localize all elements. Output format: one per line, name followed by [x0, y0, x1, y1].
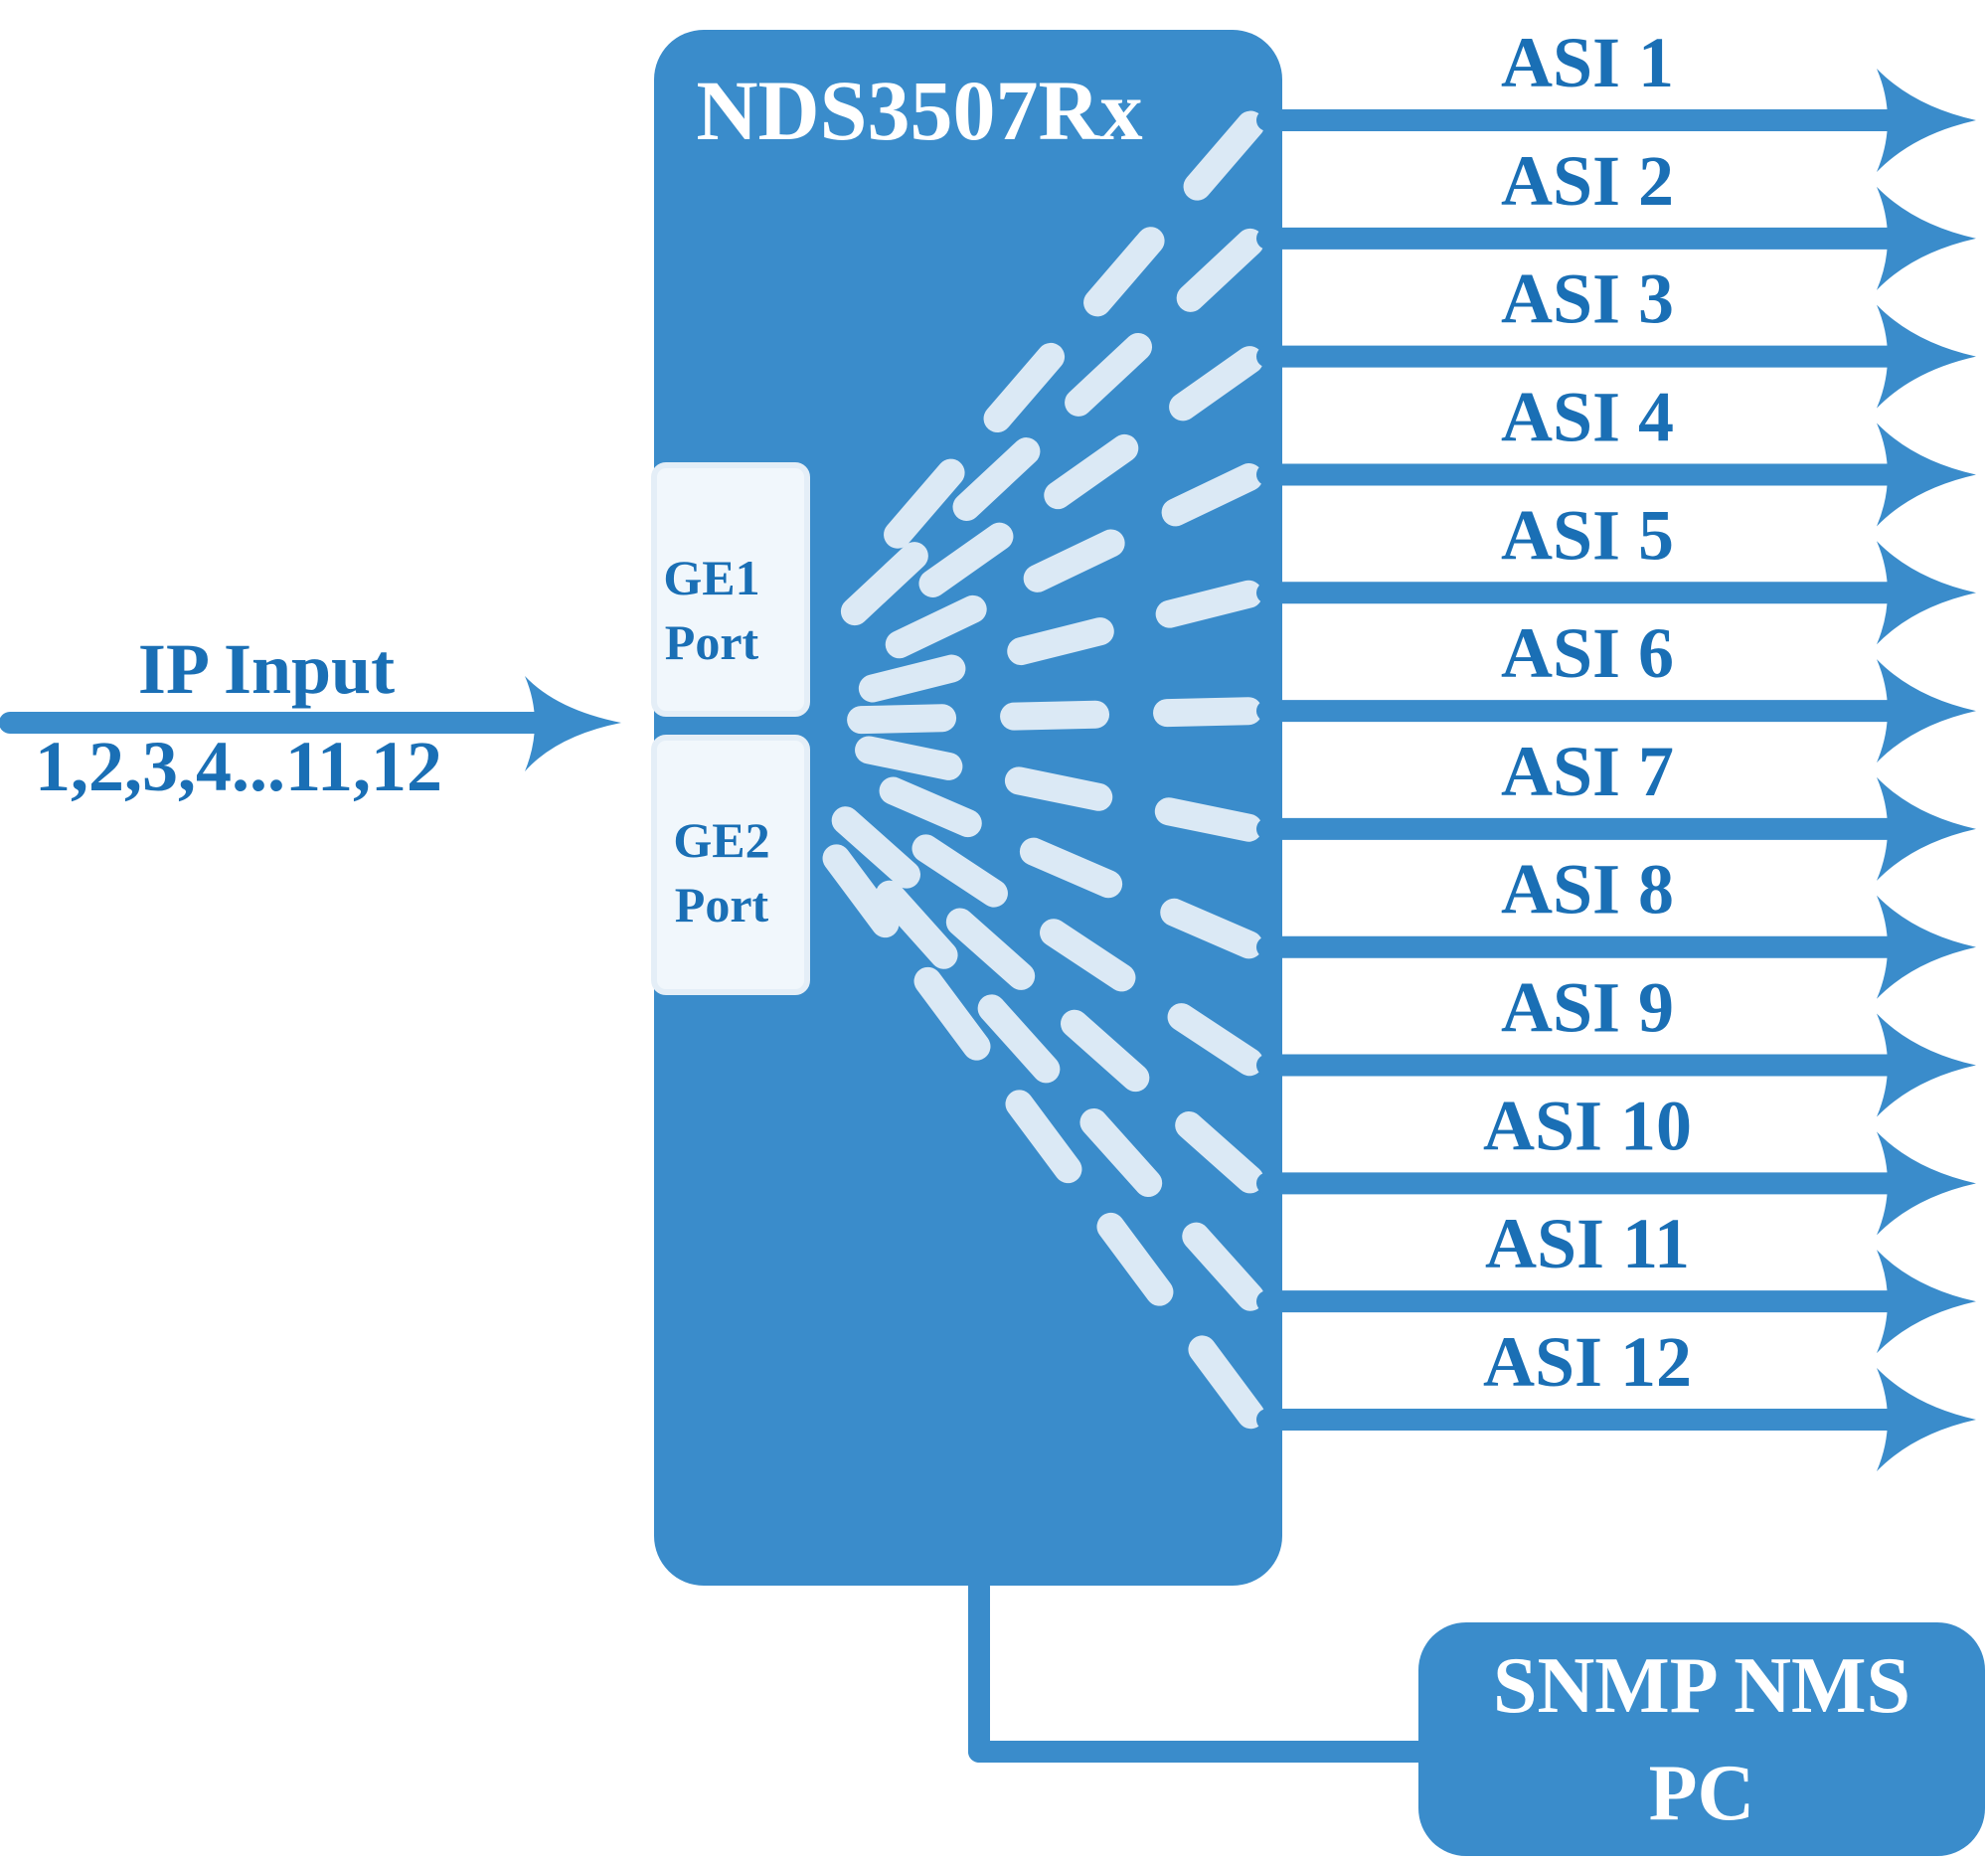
arrowhead-icon: [1877, 423, 1976, 527]
beam-dash-segment: [1176, 228, 1264, 312]
beam-dash-segment: [913, 966, 991, 1061]
beam-dash-segment: [977, 994, 1061, 1084]
ge2-port-label: GE2: [673, 812, 769, 868]
beam-dash-segment: [1161, 463, 1263, 527]
device-title: NDS3507Rx: [696, 63, 1142, 158]
beam-dash-segment: [1005, 1090, 1082, 1184]
snmp-nms-label: SNMP NMS: [1493, 1642, 1910, 1730]
beam-dash-segment: [911, 834, 1008, 908]
beam-dash-segment: [983, 342, 1066, 433]
asi-output-7: ASI 7: [1256, 732, 1976, 881]
beam-dash-segment: [1079, 1108, 1163, 1198]
beam-dash-segment: [952, 437, 1041, 522]
ge1-port-label: GE1: [663, 550, 759, 605]
asi-output-11: ASI 11: [1256, 1204, 1976, 1354]
asi-output-label: ASI 6: [1501, 613, 1674, 693]
beam-dash-segment: [822, 844, 900, 938]
ge1-port-sublabel: Port: [665, 614, 759, 670]
asi-output-label: ASI 8: [1501, 850, 1674, 930]
beam-dash-segment: [885, 594, 987, 659]
arrowhead-icon: [1877, 304, 1976, 409]
asi-output-8: ASI 8: [1256, 850, 1976, 999]
beam-dash-segment: [1153, 697, 1263, 728]
arrowhead-icon: [1877, 659, 1976, 763]
beam-dash-segment: [1023, 529, 1125, 592]
device-box: [654, 30, 1282, 1586]
beam-dash-segment: [1167, 1003, 1263, 1077]
asi-output-6: ASI 6: [1256, 613, 1976, 763]
beam-dash-segment: [884, 458, 965, 549]
snmp-pc-label: PC: [1649, 1750, 1755, 1837]
beam-dash-segment: [1188, 1335, 1265, 1430]
ge2-port-sublabel: Port: [675, 877, 769, 932]
beam-dash-segment: [918, 522, 1014, 597]
beam-dash-segment: [1044, 433, 1139, 510]
beam-dash-segment: [1040, 919, 1136, 992]
signal-fanout-beams: [822, 110, 1265, 1430]
ge1-port-panel: GE1 Port: [651, 462, 810, 717]
asi-output-label: ASI 9: [1501, 968, 1674, 1048]
beam-dash-segment: [1007, 617, 1114, 666]
beam-dash-segment: [1155, 580, 1263, 628]
beam-dash-segment: [1019, 837, 1123, 899]
beam-dash-segment: [1182, 1222, 1264, 1311]
beam-dash-segment: [1065, 332, 1153, 417]
asi-output-arrows: ASI 1 ASI 2 ASI 3 ASI 4 ASI 5 ASI 6 ASI 7 ASI 8…: [1256, 23, 1976, 1471]
beam-dash-segment: [858, 654, 966, 703]
management-connector: [968, 1576, 1434, 1763]
arrowhead-icon: [1877, 776, 1976, 881]
beam-dash-segment: [855, 736, 963, 780]
beam-dash-segment: [847, 704, 957, 735]
asi-output-12: ASI 12: [1256, 1322, 1976, 1471]
arrowhead-icon: [1877, 895, 1976, 999]
beam-dash-segment: [1175, 1110, 1264, 1194]
ip-input-label: IP Input: [138, 629, 395, 709]
arrowhead-icon: [1877, 1368, 1976, 1471]
asi-output-label: ASI 1: [1501, 23, 1674, 102]
snmp-nms-pc-box: [1418, 1622, 1985, 1856]
arrowhead-icon: [1877, 1131, 1976, 1236]
asi-output-2: ASI 2: [1256, 141, 1976, 290]
ip-input-arrow: [0, 676, 621, 771]
asi-output-label: ASI 10: [1483, 1086, 1692, 1165]
beam-dash-segment: [1183, 110, 1265, 201]
asi-output-10: ASI 10: [1256, 1086, 1976, 1236]
asi-output-label: ASI 3: [1501, 259, 1674, 339]
arrowhead-icon: [1877, 186, 1976, 290]
arrowhead-icon: [1877, 1013, 1976, 1117]
beam-dash-segment: [879, 776, 982, 838]
asi-output-label: ASI 4: [1501, 377, 1674, 456]
beam-dash-segment: [1000, 700, 1110, 731]
beam-dash-segment: [1061, 1009, 1150, 1093]
asi-output-label: ASI 11: [1485, 1204, 1690, 1283]
arrowhead-icon: [1877, 541, 1976, 645]
asi-output-1: ASI 1: [1256, 23, 1976, 172]
beam-dash-segment: [1154, 797, 1263, 842]
asi-output-label: ASI 5: [1501, 495, 1674, 575]
beam-dash-segment: [945, 908, 1036, 990]
beam-dash-segment: [875, 880, 958, 969]
asi-output-9: ASI 9: [1256, 968, 1976, 1117]
arrowhead-icon: [1877, 69, 1976, 172]
asi-output-4: ASI 4: [1256, 377, 1976, 527]
asi-output-label: ASI 2: [1501, 141, 1674, 221]
ip-input-channels: 1,2,3,4...11,12: [35, 727, 442, 806]
ge2-port-panel: GE2 Port: [651, 735, 810, 995]
asi-output-3: ASI 3: [1256, 259, 1976, 409]
beam-dash-segment: [1169, 346, 1264, 422]
asi-output-label: ASI 12: [1483, 1322, 1692, 1402]
beam-dash-segment: [1004, 766, 1113, 811]
beam-dash-segment: [1160, 898, 1263, 959]
beam-dash-segment: [1096, 1212, 1174, 1306]
beam-dash-segment: [1083, 227, 1165, 317]
beam-dash-segment: [840, 542, 928, 626]
beam-dash-segment: [831, 806, 921, 889]
asi-output-5: ASI 5: [1256, 495, 1976, 645]
asi-output-label: ASI 7: [1501, 732, 1674, 811]
arrowhead-icon: [1877, 1250, 1976, 1354]
